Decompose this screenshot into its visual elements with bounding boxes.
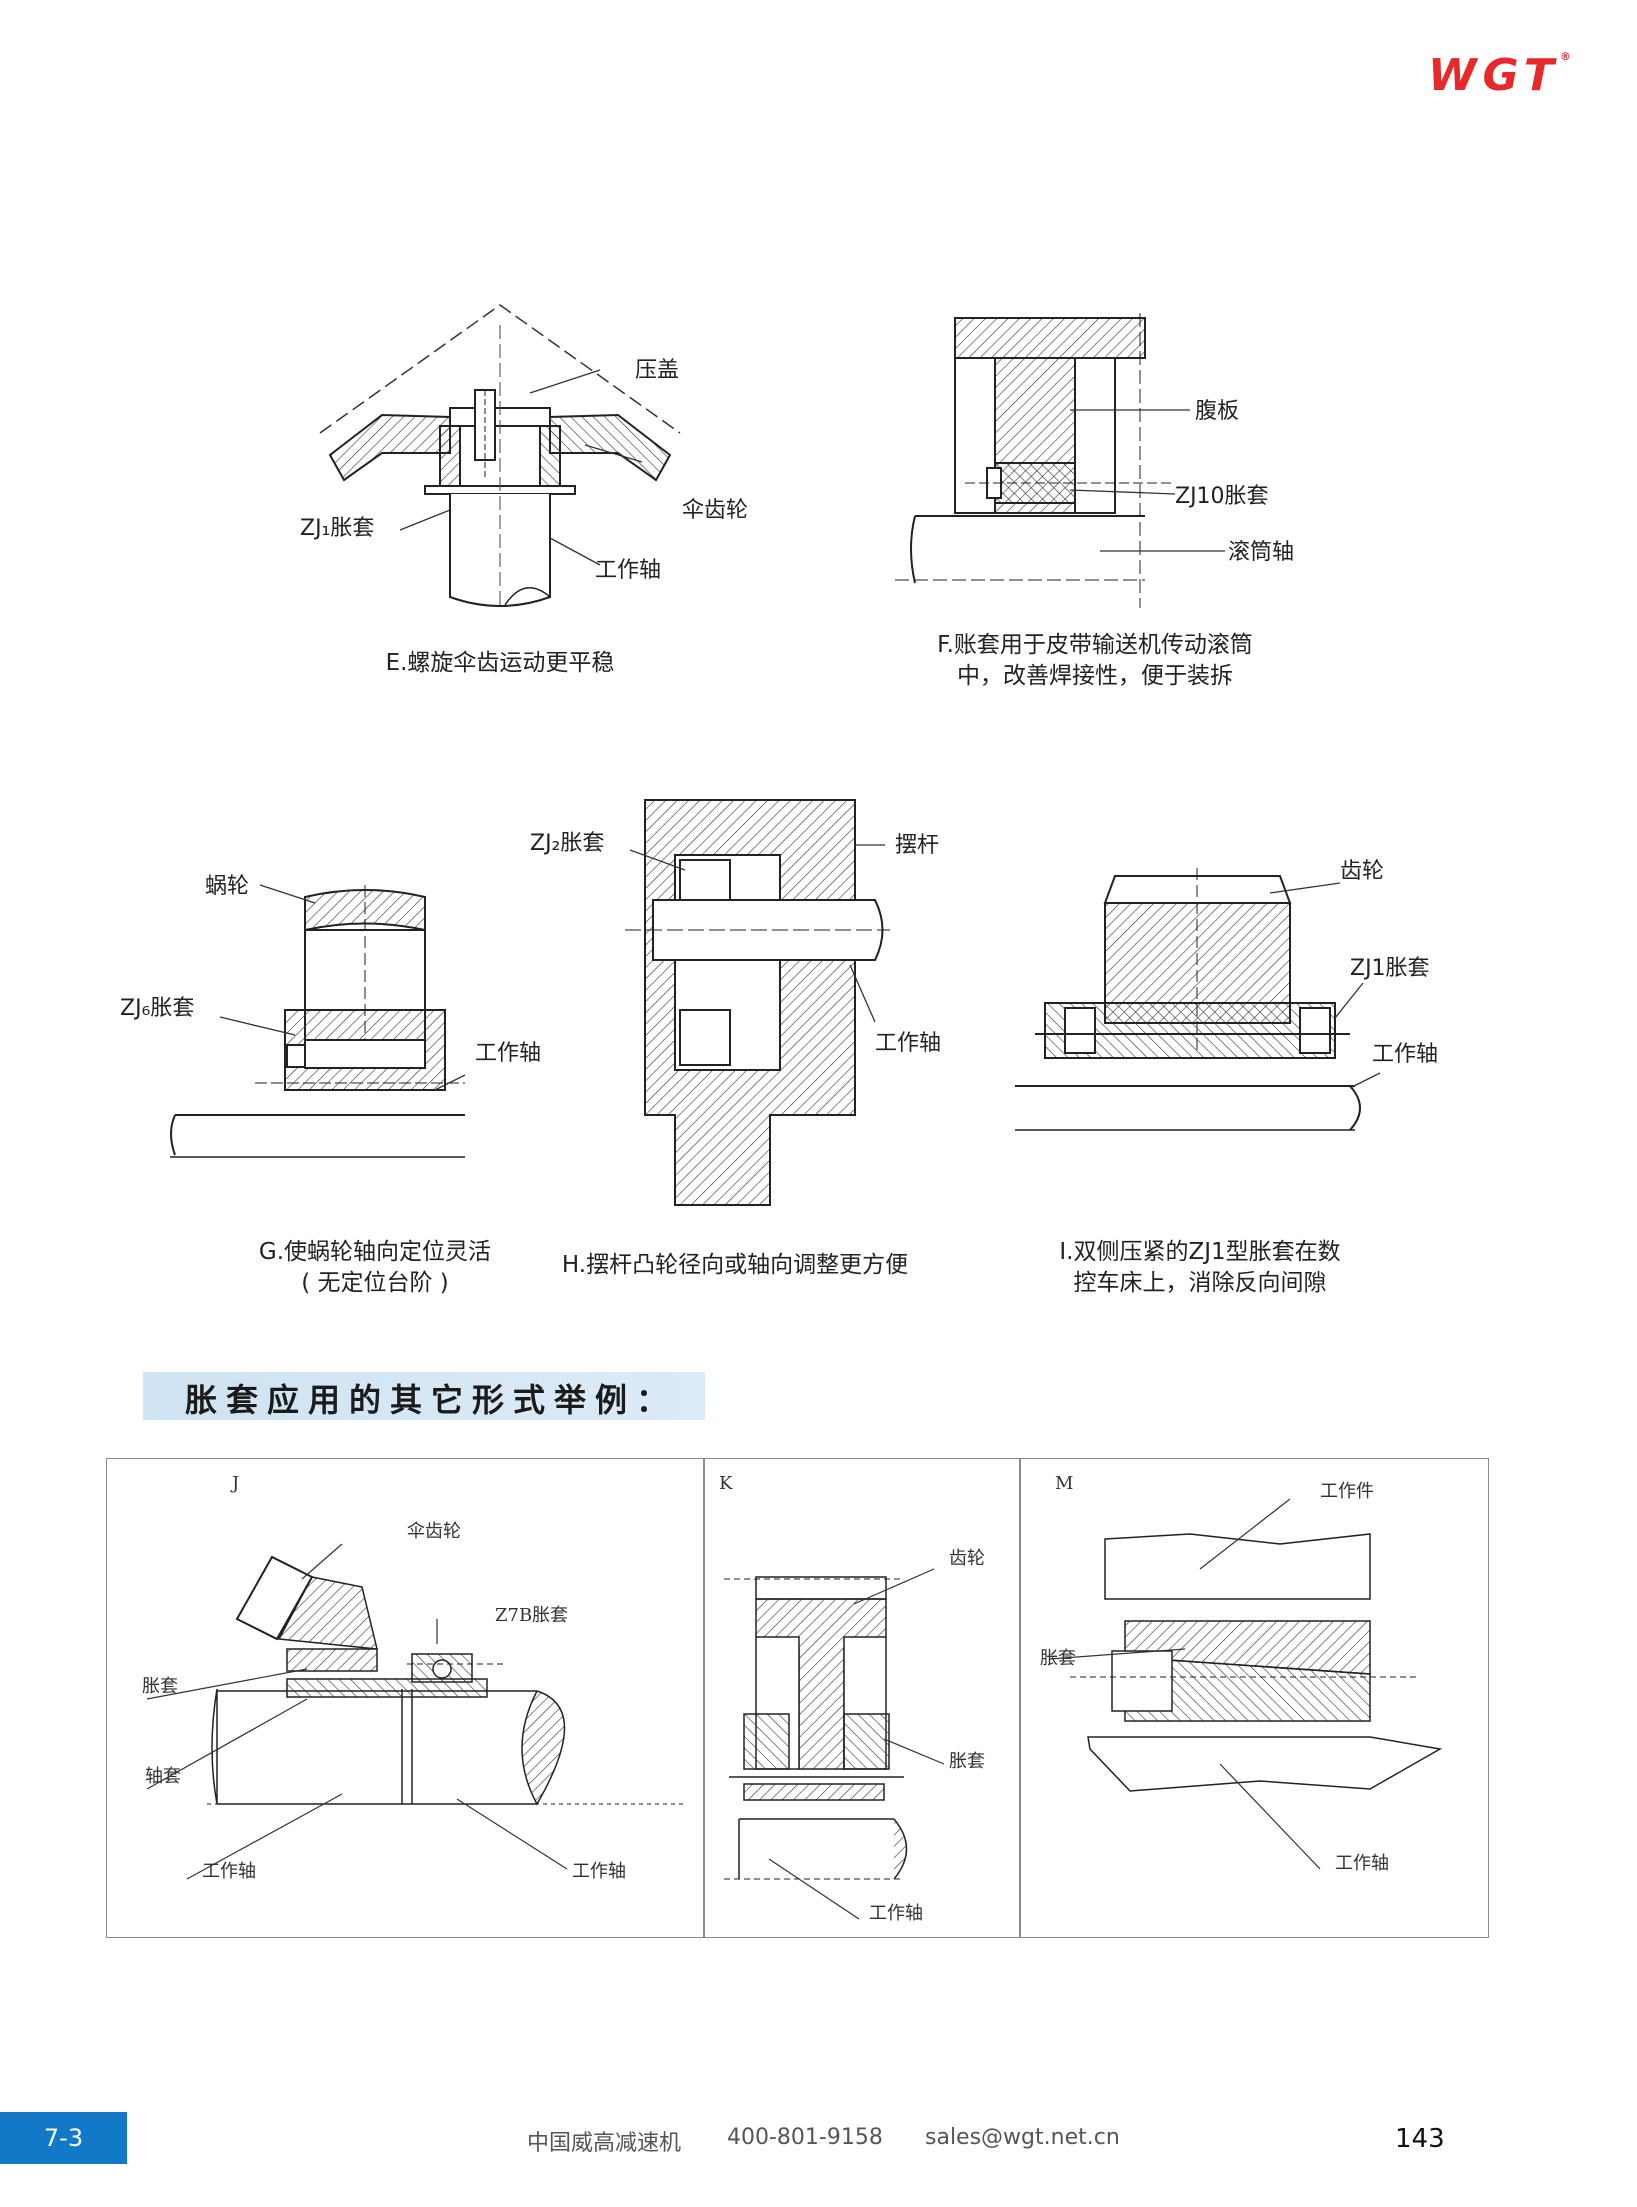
caption-e: E.螺旋伞齿运动更平稳 <box>385 650 615 676</box>
section-title: 胀套应用的其它形式举例： <box>185 1381 678 1419</box>
label-j-sleeve: 胀套 <box>142 1676 178 1697</box>
label-j-bevel-gear: 伞齿轮 <box>407 1521 461 1542</box>
panel-m: M 工作件 胀套 工作轴 <box>1019 1458 1489 1938</box>
figure-h-drawing: ZJ₂胀套 摆杆 工作轴 <box>530 799 941 1206</box>
wgt-logo: WGT® <box>1428 50 1571 101</box>
section-tab: 7-3 <box>0 2112 127 2164</box>
panel-j-drawing: J 伞齿轮 Z7B胀套 胀套 轴套 工作轴 工作轴 <box>142 1473 687 1882</box>
label-e-zj1-sleeve: ZJ₁胀套 <box>300 516 374 541</box>
label-e-press-cover: 压盖 <box>635 358 679 383</box>
label-k-gear: 齿轮 <box>949 1548 985 1569</box>
label-f-web-plate: 腹板 <box>1195 399 1239 424</box>
caption-h: H.摆杆凸轮径向或轴向调整更方便 <box>561 1252 909 1278</box>
label-m-work-shaft: 工作轴 <box>1335 1853 1389 1874</box>
footer-company: 中国威高减速机 <box>527 2131 682 2156</box>
label-h-work-shaft: 工作轴 <box>875 1031 941 1056</box>
panel-j-letter: J <box>230 1473 239 1494</box>
panel-k-letter: K <box>719 1473 733 1494</box>
label-j-z7b-sleeve: Z7B胀套 <box>495 1605 568 1626</box>
caption-f: F.账套用于皮带输送机传动滚筒中，改善焊接性，便于装拆 <box>937 632 1253 689</box>
page-number: 143 <box>1395 2124 1445 2154</box>
label-g-worm-wheel: 蜗轮 <box>205 874 249 899</box>
label-i-zj1-sleeve: ZJ1胀套 <box>1350 956 1430 981</box>
label-j-shaft-sleeve: 轴套 <box>145 1766 181 1787</box>
label-j-work-shaft-left: 工作轴 <box>202 1861 256 1882</box>
panel-m-letter: M <box>1055 1473 1073 1494</box>
label-i-work-shaft: 工作轴 <box>1372 1042 1438 1067</box>
caption-i: I.双侧压紧的ZJ1型胀套在数控车床上，消除反向间隙 <box>1059 1239 1341 1296</box>
label-h-zj2-sleeve: ZJ₂胀套 <box>530 831 604 856</box>
figure-e-drawing: 压盖 伞齿轮 ZJ₁胀套 工作轴 <box>300 304 748 607</box>
label-f-zj10-sleeve: ZJ10胀套 <box>1175 484 1269 509</box>
label-m-workpiece: 工作件 <box>1320 1481 1374 1502</box>
section-banner <box>143 1372 705 1420</box>
label-m-sleeve: 胀套 <box>1040 1648 1076 1669</box>
label-e-work-shaft: 工作轴 <box>595 558 661 583</box>
label-f-drum-shaft: 滚筒轴 <box>1228 540 1294 565</box>
footer-email: sales@wgt.net.cn <box>925 2125 1120 2150</box>
label-h-rocker-arm: 摆杆 <box>895 833 939 858</box>
label-k-sleeve: 胀套 <box>949 1751 985 1772</box>
label-j-work-shaft-right: 工作轴 <box>572 1861 626 1882</box>
figure-f-drawing: 腹板 ZJ10胀套 滚筒轴 <box>895 313 1294 608</box>
label-g-work-shaft: 工作轴 <box>475 1041 541 1066</box>
label-k-work-shaft: 工作轴 <box>869 1903 923 1924</box>
label-i-gear: 齿轮 <box>1340 859 1384 884</box>
panel-k: K 齿轮 胀套 工作轴 <box>703 1458 1021 1938</box>
panel-k-drawing: K 齿轮 胀套 工作轴 <box>719 1473 985 1924</box>
panel-m-drawing: M 工作件 胀套 工作轴 <box>1040 1473 1443 1874</box>
footer-phone: 400-801-9158 <box>727 2125 883 2150</box>
label-e-bevel-gear: 伞齿轮 <box>682 498 748 523</box>
label-g-zj6-sleeve: ZJ₆胀套 <box>120 996 194 1021</box>
figure-g-drawing: 蜗轮 ZJ₆胀套 工作轴 <box>120 874 541 1158</box>
caption-g: G.使蜗轮轴向定位灵活( 无定位台阶 ) <box>258 1239 492 1296</box>
panel-j: J 伞齿轮 Z7B胀套 胀套 轴套 工作轴 工作轴 <box>106 1458 705 1938</box>
figure-i-drawing: 齿轮 ZJ1胀套 工作轴 <box>1015 859 1438 1131</box>
